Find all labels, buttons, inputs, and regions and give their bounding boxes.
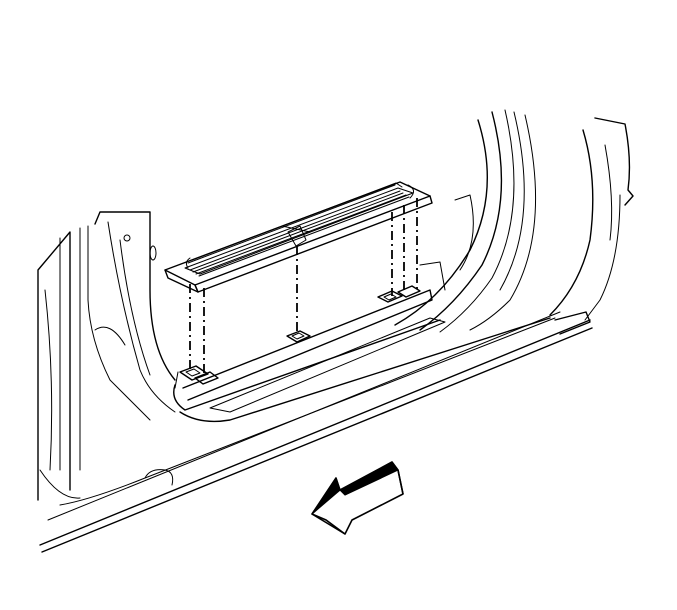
- left-pillar: [37, 211, 176, 501]
- alignment-lines: [189, 198, 418, 374]
- right-pillar: [394, 109, 634, 335]
- fastener-clips: [179, 285, 421, 385]
- sill-plate: [164, 181, 433, 293]
- fastener-clip: [286, 330, 311, 343]
- front-direction-arrow: [311, 461, 404, 535]
- fastener-clip: [179, 365, 209, 381]
- fastener-clip: [397, 285, 421, 298]
- fastener-clip: [377, 290, 403, 303]
- rocker-sill: [39, 261, 593, 553]
- fastener-clip: [194, 371, 219, 385]
